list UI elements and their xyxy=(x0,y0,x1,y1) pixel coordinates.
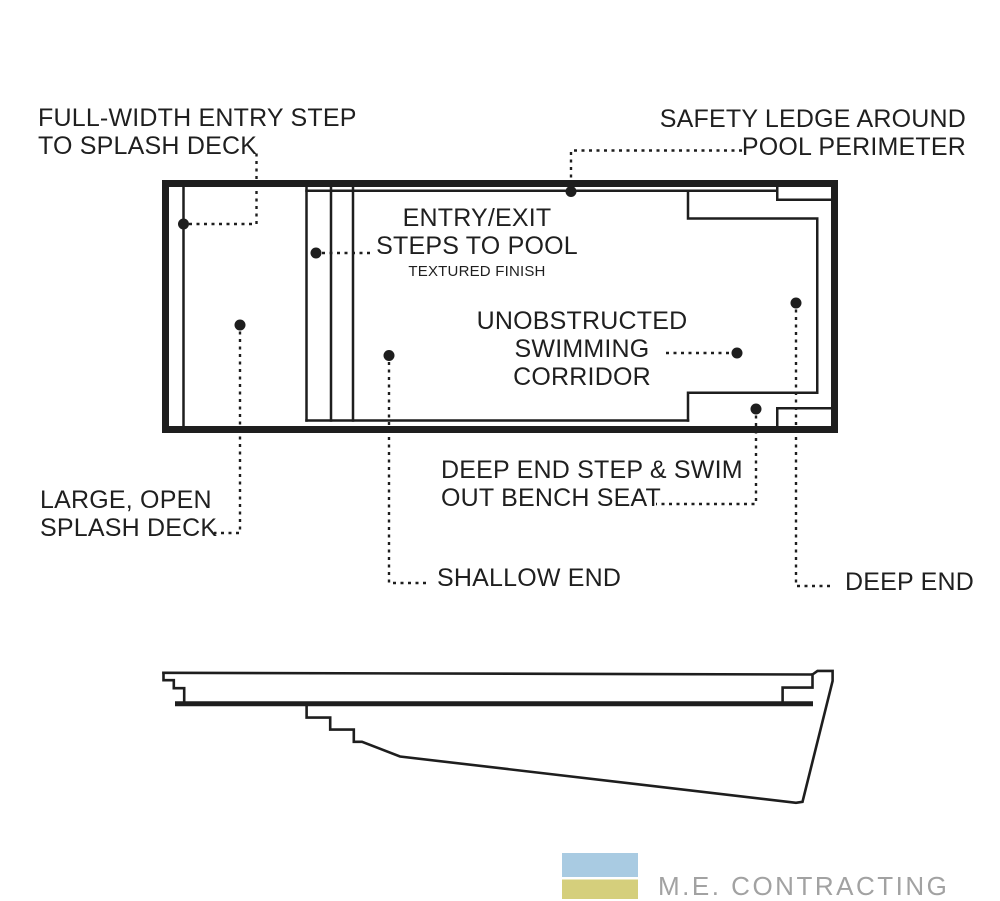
swim-corridor-outline xyxy=(686,189,819,422)
label-shallow-end: SHALLOW END xyxy=(437,564,622,592)
label-entry-exit-steps: ENTRY/EXIT STEPS TO POOL xyxy=(376,204,578,260)
logo-top-block xyxy=(562,853,638,877)
logo-bottom-block xyxy=(562,879,638,899)
dot-splash-deck xyxy=(234,319,246,331)
dot-deep-end xyxy=(790,297,802,309)
deep-end-bench-notch-top xyxy=(776,185,836,201)
dot-swimming-corridor xyxy=(731,347,743,359)
brand-logo xyxy=(562,853,638,899)
dot-safety-ledge xyxy=(565,186,577,197)
pool-plan-outline xyxy=(162,180,838,433)
label-safety-ledge: SAFETY LEDGE AROUND POOL PERIMETER xyxy=(659,105,966,161)
brand-name-text: M.E. CONTRACTING xyxy=(658,871,950,901)
label-swimming-corridor: UNOBSTRUCTED SWIMMING CORRIDOR xyxy=(476,307,688,391)
pool-side-profile xyxy=(162,669,834,805)
label-full-width-entry-step: FULL-WIDTH ENTRY STEP TO SPLASH DECK xyxy=(38,104,357,160)
label-textured-finish: TEXTURED FINISH xyxy=(408,263,546,280)
leader-deep-end xyxy=(794,309,834,588)
leader-shallow-end xyxy=(387,362,429,585)
profile-left-lip xyxy=(162,671,186,704)
leader-splash-deck xyxy=(214,331,242,535)
leader-full-width-entry-step xyxy=(189,153,258,226)
profile-bench-notch xyxy=(781,673,814,703)
label-deep-end: DEEP END xyxy=(845,568,974,596)
dot-shallow-end xyxy=(383,350,395,361)
dot-full-width-entry-step xyxy=(178,218,189,230)
profile-shell-outline xyxy=(162,669,834,805)
entry-steps-lines xyxy=(305,185,355,422)
marker-dots xyxy=(178,186,802,415)
label-splash-deck: LARGE, OPEN SPLASH DECK xyxy=(40,486,218,542)
pool-outer-wall xyxy=(162,180,838,433)
dot-deep-end-bench xyxy=(750,403,762,415)
deep-end-bench-notch-bottom xyxy=(776,407,836,429)
label-deep-end-bench: DEEP END STEP & SWIM OUT BENCH SEAT xyxy=(441,456,743,512)
dot-entry-exit-steps xyxy=(310,247,322,259)
leader-lines xyxy=(189,149,834,588)
